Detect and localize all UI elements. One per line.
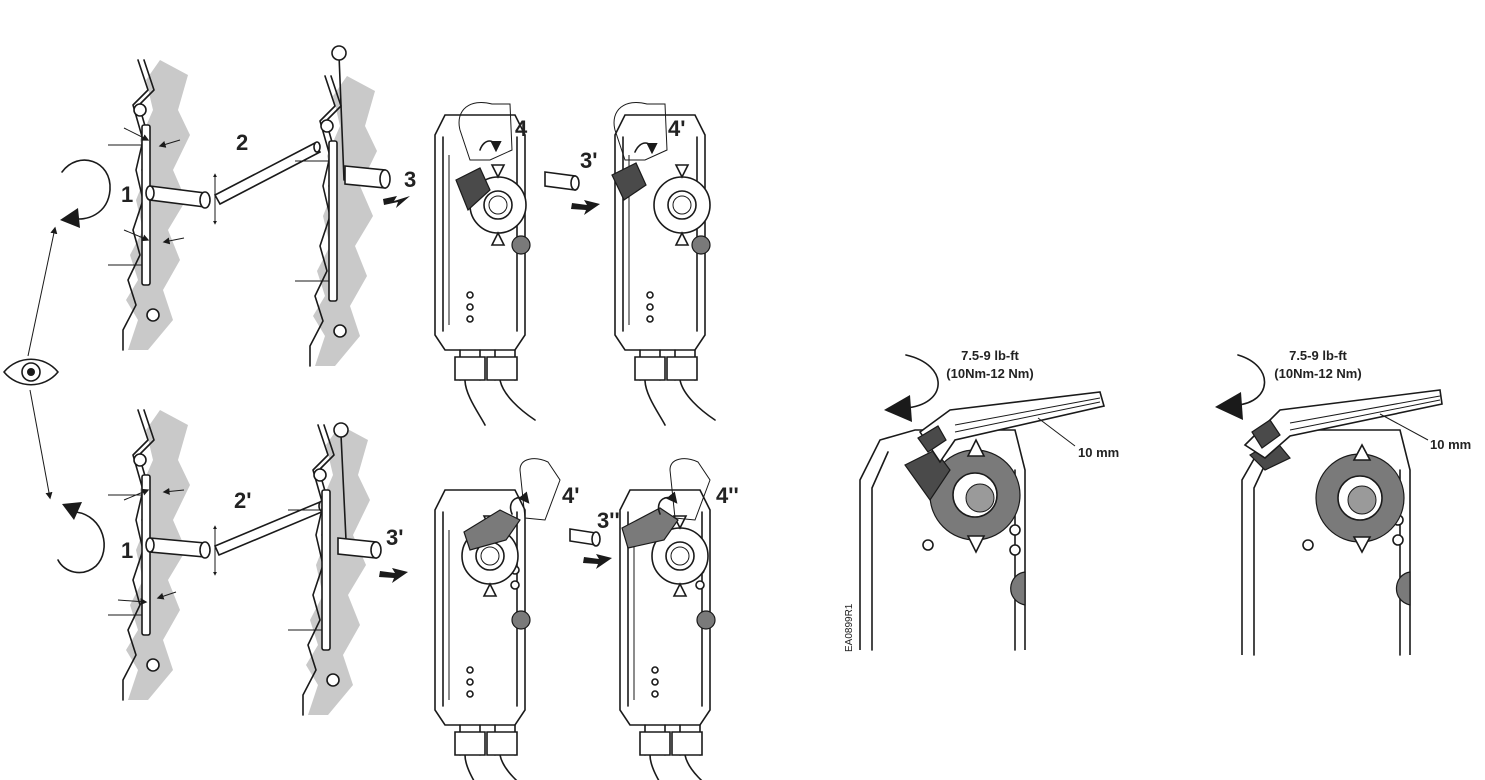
bracket-arrow bbox=[117, 598, 148, 606]
wrench-size-label: 10 mm bbox=[1078, 445, 1119, 460]
wrench-leader bbox=[1037, 417, 1076, 447]
step-label-4: 4 bbox=[515, 116, 528, 141]
torque-value-metric: (10Nm-12 Nm) bbox=[946, 366, 1033, 381]
step-label-3b: 3' bbox=[580, 148, 597, 173]
shaft-stub-step-3d bbox=[569, 528, 601, 547]
torque-arrow-icon bbox=[884, 354, 939, 422]
shaft-stub bbox=[145, 185, 211, 209]
bracket-arrow bbox=[123, 488, 150, 501]
rotation-arrow bbox=[657, 491, 678, 515]
bracket-arrow bbox=[123, 229, 150, 242]
push-arrow-icon bbox=[379, 568, 408, 583]
long-shaft bbox=[213, 500, 326, 557]
push-arrow-icon bbox=[571, 200, 600, 215]
bracket-step-3c bbox=[287, 424, 371, 716]
clamp-nut bbox=[611, 162, 647, 201]
shaft-stub-step-3 bbox=[344, 165, 391, 189]
hand bbox=[669, 458, 711, 521]
rotation-arrow bbox=[634, 142, 658, 155]
hand bbox=[613, 102, 668, 161]
bracket-step-3 bbox=[294, 75, 378, 367]
top-row-steps: 2 1 3 4 bbox=[60, 45, 716, 426]
torque-detail-right: 7.5-9 lb-ft (10Nm-12 Nm) 10 mm bbox=[1215, 348, 1471, 656]
rotate-counterclockwise-icon bbox=[57, 502, 105, 574]
wrench-size-label: 10 mm bbox=[1430, 437, 1471, 452]
clamp-nut bbox=[621, 507, 679, 549]
step-label-3: 3 bbox=[404, 167, 416, 192]
shaft-clamp-detail bbox=[904, 438, 1021, 554]
wrench bbox=[1243, 389, 1443, 460]
rotation-arrow bbox=[479, 140, 502, 153]
torque-value-metric: (10Nm-12 Nm) bbox=[1274, 366, 1361, 381]
view-arrow-up bbox=[27, 226, 58, 357]
shaft-stub bbox=[145, 537, 211, 559]
step-label-3d: 3'' bbox=[597, 508, 620, 533]
clamp-nut bbox=[455, 167, 491, 212]
view-arrow-down bbox=[29, 389, 53, 500]
clamp-nut bbox=[463, 509, 521, 551]
step-label-2b: 2' bbox=[234, 488, 251, 513]
shaft-stub-step-3c bbox=[337, 537, 382, 559]
hand bbox=[519, 458, 561, 521]
rotate-clockwise-icon bbox=[60, 159, 111, 228]
step-label-4c: 4' bbox=[562, 483, 579, 508]
step-label-1b: 1 bbox=[121, 538, 133, 563]
rotation-arrow bbox=[509, 491, 530, 515]
bracket-arrow bbox=[162, 237, 185, 245]
step-label-2: 2 bbox=[236, 130, 248, 155]
torque-detail-left: 7.5-9 lb-ft (10Nm-12 Nm) 10 mm EA0899R1 bbox=[844, 348, 1119, 652]
torque-value: 7.5-9 lb-ft bbox=[1289, 348, 1347, 363]
push-arrow-icon bbox=[383, 196, 410, 208]
figure-code: EA0899R1 bbox=[844, 603, 855, 652]
step-label-4b: 4' bbox=[668, 116, 685, 141]
bracket-arrow bbox=[158, 139, 181, 148]
shaft-clamp-detail bbox=[1249, 439, 1405, 554]
hand bbox=[458, 102, 513, 161]
bottom-row-steps: 2' 1 3' 4' 3'' bbox=[57, 409, 739, 780]
step-label-4d: 4'' bbox=[716, 483, 739, 508]
torque-value: 7.5-9 lb-ft bbox=[961, 348, 1019, 363]
bracket-arrow bbox=[123, 127, 150, 141]
long-shaft bbox=[213, 141, 322, 206]
step-label-1: 1 bbox=[121, 182, 133, 207]
shaft-stub-step-3b bbox=[544, 171, 580, 191]
actuator-step-4 bbox=[434, 114, 536, 426]
bracket-arrow bbox=[162, 487, 185, 495]
push-arrow-icon bbox=[583, 554, 612, 569]
step-label-3c: 3' bbox=[386, 525, 403, 550]
torque-arrow-icon bbox=[1215, 354, 1266, 420]
eye-icon bbox=[3, 358, 59, 386]
wrench-leader bbox=[1379, 413, 1429, 441]
bracket-arrow bbox=[156, 591, 177, 600]
bracket-tab bbox=[340, 434, 347, 541]
actuator-step-4b bbox=[614, 114, 716, 426]
bracket-tab bbox=[338, 54, 345, 181]
wrench bbox=[917, 391, 1106, 464]
